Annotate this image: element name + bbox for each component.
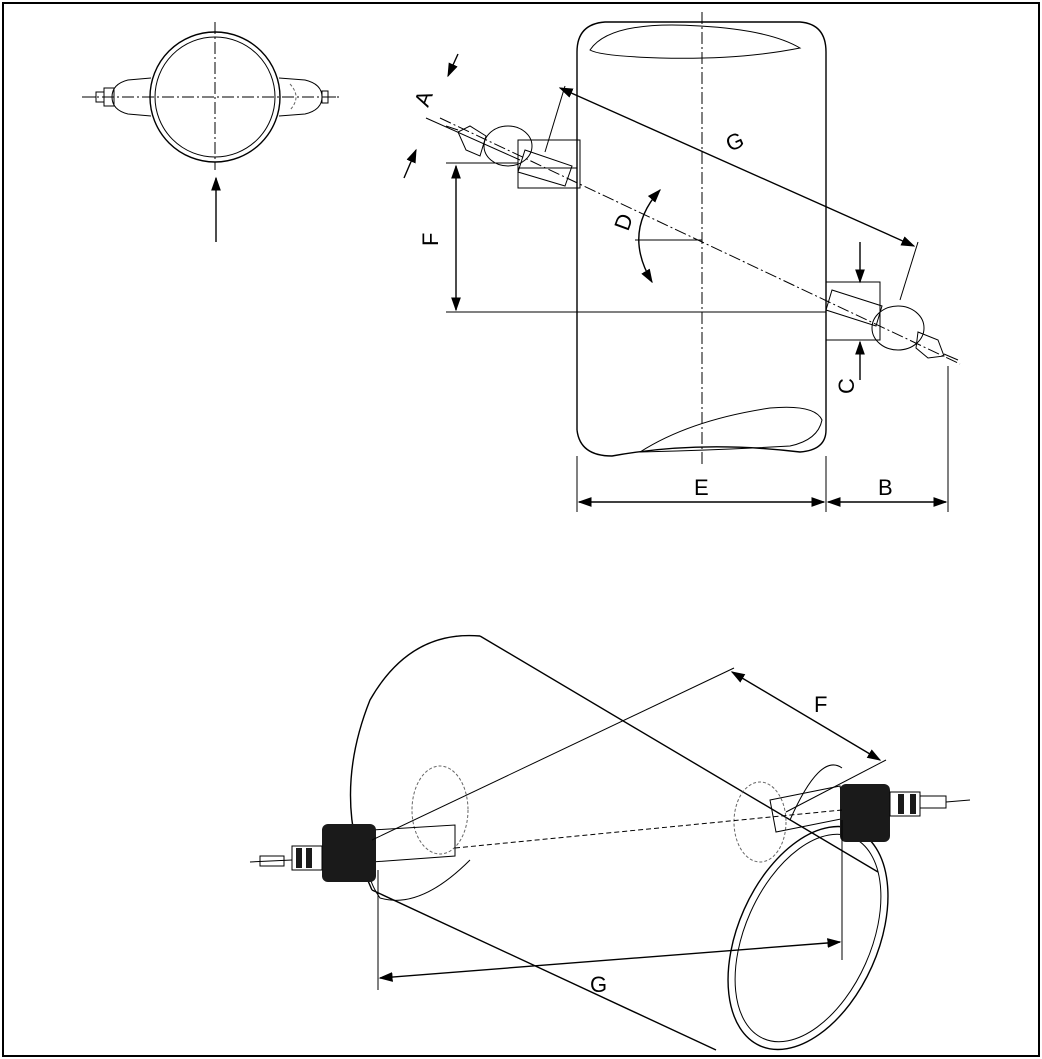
label-F: F: [418, 233, 443, 246]
label-A: A: [409, 87, 438, 110]
label-G: G: [722, 127, 748, 157]
cross-section-view: [82, 22, 340, 242]
label-D: D: [609, 210, 638, 233]
pipe-perspective-view: [249, 634, 971, 1051]
label-C: C: [834, 378, 859, 394]
label-G-bottom: G: [590, 972, 607, 997]
label-B: B: [878, 475, 893, 500]
left-transducer: [322, 824, 376, 882]
right-transducer: [840, 784, 890, 842]
label-E: E: [694, 475, 709, 500]
label-F-bottom: F: [814, 692, 827, 717]
pipe-side-view: [403, 12, 961, 512]
